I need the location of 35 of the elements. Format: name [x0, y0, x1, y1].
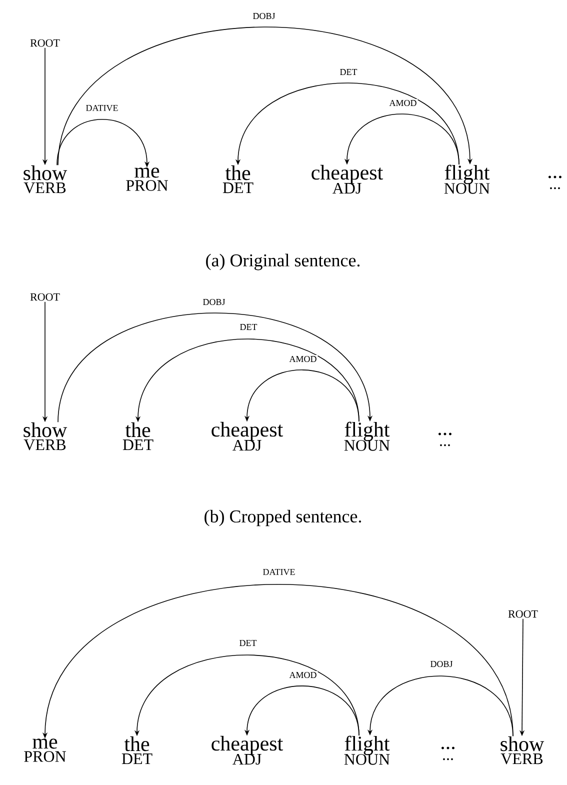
root-label: ROOT	[30, 39, 60, 47]
edge-label: DET	[238, 639, 258, 647]
edge-label: AMOD	[288, 354, 318, 364]
word-tag: the DET	[222, 165, 254, 194]
word-tag: flight NOUN	[444, 164, 490, 194]
word-tag: flight NOUN	[344, 422, 390, 451]
caption: (a) Original sentence.	[206, 254, 360, 270]
edge-label: AMOD	[388, 98, 418, 108]
word-tag: show VERB	[24, 422, 68, 450]
edge-label: DET	[338, 68, 358, 76]
word-tag: flight NOUN	[344, 736, 390, 765]
word-tag: me PRON	[126, 168, 168, 191]
edge-label: AMOD	[288, 670, 318, 680]
root-label: ROOT	[508, 610, 538, 618]
edge-label: DET	[238, 323, 258, 331]
word-tag: ... ...	[438, 432, 452, 446]
root-label: ROOT	[30, 293, 60, 301]
word-tag: cheapest ADJ	[212, 422, 284, 451]
word-tag: cheapest ADJ	[312, 164, 384, 194]
word-tag: show VERB	[500, 736, 544, 764]
word-tag: the DET	[122, 736, 152, 764]
caption: (b) Cropped sentence.	[204, 510, 362, 526]
dependency-arc	[58, 26, 473, 166]
word-tag: me PRON	[24, 738, 66, 762]
edge-label: DATIVE	[262, 568, 296, 576]
word-tag: ... ...	[548, 176, 562, 190]
word-tag: the DET	[122, 422, 154, 450]
edge-label: DOBJ	[202, 298, 226, 306]
word-tag: ... ...	[442, 746, 454, 760]
edge-label: DATIVE	[84, 104, 120, 112]
word-tag: show VERB	[24, 165, 68, 194]
edge-label: DOBJ	[429, 660, 454, 668]
dependency-arc	[58, 312, 373, 423]
word-tag: cheapest ADJ	[212, 736, 284, 765]
edge-label: DOBJ	[252, 12, 276, 20]
